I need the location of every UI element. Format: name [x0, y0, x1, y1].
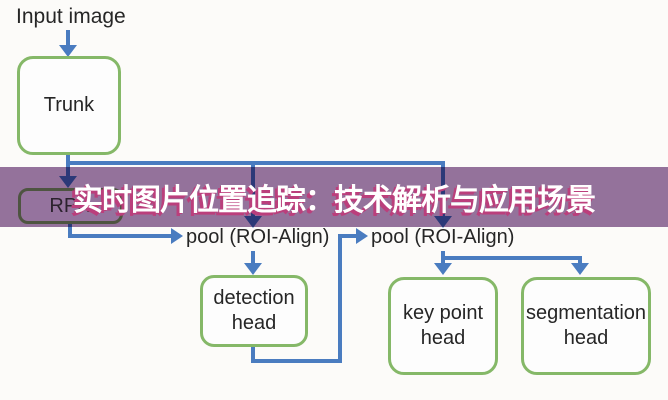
title-banner-overlay — [0, 167, 668, 227]
connector-detection-loop-bottom — [251, 359, 342, 363]
keypoint-head-label: key point head — [402, 302, 484, 349]
pool-roi-align-label-2: pool (ROI-Align) — [371, 226, 515, 248]
connector-rpn-out — [68, 224, 72, 238]
arrow-right-icon — [171, 228, 183, 244]
arrow-down-icon — [59, 45, 77, 57]
connector-detection-loop-top — [338, 234, 356, 238]
input-image-label: Input image — [16, 5, 126, 28]
connector-rpn-to-pool1 — [68, 234, 171, 238]
detection-head-node: detection head — [200, 275, 308, 347]
connector-detection-loop-riser — [338, 234, 342, 363]
trunk-label: Trunk — [43, 94, 95, 116]
connector-input-to-trunk — [66, 30, 70, 47]
arrow-down-icon — [434, 263, 452, 275]
arrow-right-icon — [356, 228, 368, 244]
detection-head-label: detection head — [213, 287, 295, 334]
pool-roi-align-label-1: pool (ROI-Align) — [186, 226, 330, 248]
connector-trunk-to-rpn — [66, 155, 70, 178]
connector-pool1-to-detection — [251, 251, 255, 265]
connector-branch-drop — [578, 256, 582, 265]
arrow-down-icon — [244, 263, 262, 275]
segmentation-head-label: segmentation head — [525, 302, 647, 349]
trunk-node: Trunk — [17, 56, 121, 155]
connector-detection-out — [251, 347, 255, 363]
keypoint-head-node: key point head — [388, 277, 498, 375]
segmentation-head-node: segmentation head — [521, 277, 651, 375]
banner-title: 实时图片位置追踪：技术解析与应用场景 — [73, 184, 596, 217]
connector-trunk-features — [66, 161, 445, 165]
arrow-down-icon — [571, 263, 589, 275]
connector-pool2-branch — [441, 256, 582, 260]
